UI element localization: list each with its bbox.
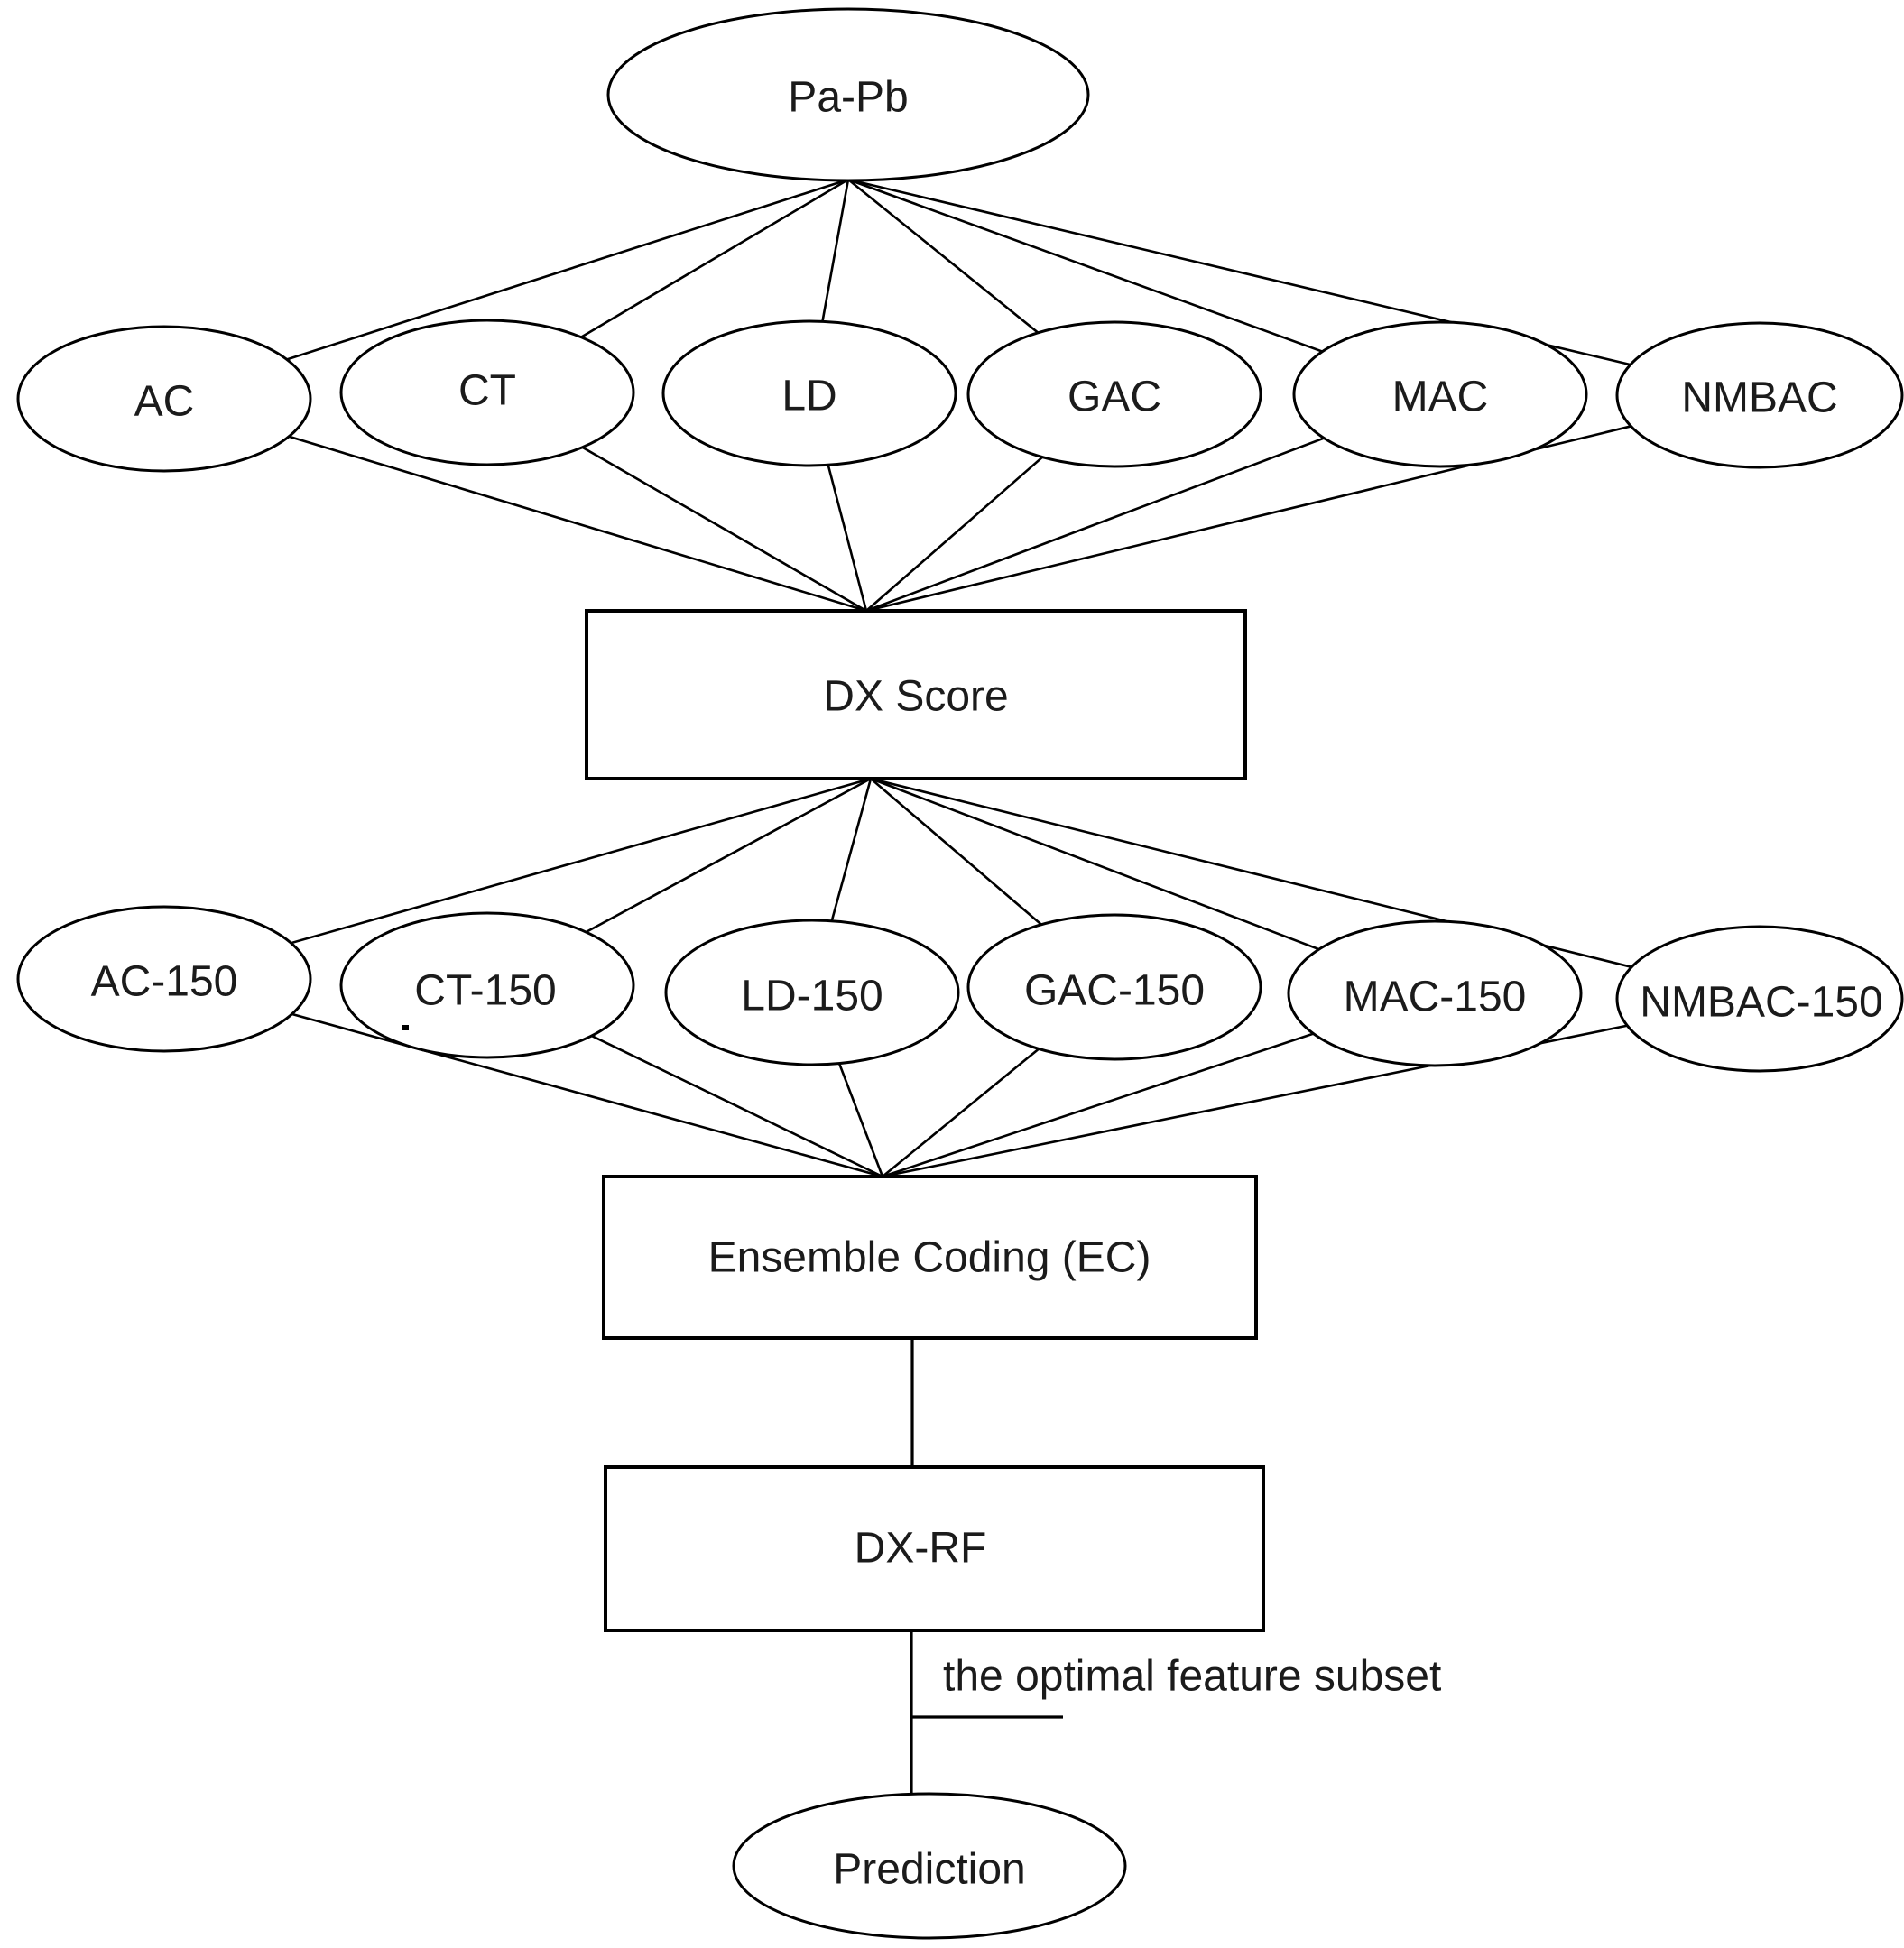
prediction-ellipse — [732, 1792, 1127, 1940]
node-ct-150: CT-150 — [339, 911, 635, 1059]
gac-ellipse — [966, 320, 1262, 468]
node-ac-150: AC-150 — [16, 905, 312, 1053]
node-dx-score: DX Score — [585, 609, 1247, 780]
node-gac-150: GAC-150 — [966, 913, 1262, 1061]
edge-pa-pb-to-nmbac — [847, 178, 1761, 397]
ac-150-ellipse — [16, 905, 312, 1053]
nmbac-label: NMBAC — [1681, 374, 1837, 422]
ct-label: CT — [458, 367, 516, 415]
ct-150-label: CT-150 — [414, 967, 556, 1015]
edge-dx-score-to-nmbac-150 — [870, 777, 1761, 1001]
ld-150-ellipse — [664, 919, 960, 1066]
edge-nmbac-150-to-ensemble — [882, 997, 1761, 1178]
pa-pb-label: Pa-Pb — [788, 74, 908, 122]
stray-dot — [402, 1025, 409, 1030]
node-layer: Pa-Pb AC CT LD GAC MAC — [16, 7, 1904, 1940]
gac-label: GAC — [1068, 374, 1161, 421]
edge-nmbac-to-dx-score — [865, 393, 1761, 613]
node-ld-150: LD-150 — [664, 919, 960, 1066]
ac-ellipse — [16, 325, 312, 473]
prediction-label: Prediction — [833, 1846, 1025, 1894]
ensemble-coding-label: Ensemble Coding (EC) — [708, 1234, 1151, 1282]
mac-label: MAC — [1392, 374, 1489, 421]
nmbac-150-label: NMBAC-150 — [1640, 979, 1882, 1027]
node-nmbac: NMBAC — [1615, 321, 1904, 469]
mac-150-label: MAC-150 — [1344, 974, 1527, 1021]
gac-150-label: GAC-150 — [1024, 967, 1205, 1015]
gac-150-ellipse — [966, 913, 1262, 1061]
mac-150-ellipse — [1287, 919, 1583, 1067]
dx-rf-label: DX-RF — [855, 1525, 987, 1573]
optimal-feature-subset-annotation: the optimal feature subset — [943, 1653, 1441, 1701]
mac-ellipse — [1292, 320, 1588, 468]
node-prediction: Prediction — [732, 1792, 1127, 1940]
node-ensemble-coding: Ensemble Coding (EC) — [602, 1175, 1258, 1340]
node-mac: MAC — [1292, 320, 1588, 468]
pa-pb-ellipse — [606, 7, 1090, 182]
dx-rf-rect — [604, 1465, 1265, 1632]
dx-score-rect — [585, 609, 1247, 780]
ct-150-ellipse — [339, 911, 635, 1059]
dx-score-label: DX Score — [823, 673, 1008, 721]
node-ct: CT — [339, 319, 635, 466]
ct-ellipse — [339, 319, 635, 466]
node-dx-rf: DX-RF — [604, 1465, 1265, 1632]
ac-label: AC — [134, 378, 195, 426]
node-mac-150: MAC-150 — [1287, 919, 1583, 1067]
ensemble-coding-rect — [602, 1175, 1258, 1340]
node-pa-pb: Pa-Pb — [606, 7, 1090, 182]
node-ac: AC — [16, 325, 312, 473]
nmbac-ellipse — [1615, 321, 1904, 469]
nmbac-150-ellipse — [1615, 925, 1904, 1073]
node-nmbac-150: NMBAC-150 — [1615, 925, 1904, 1073]
ld-ellipse — [661, 319, 957, 467]
node-ld: LD — [661, 319, 957, 467]
ac-150-label: AC-150 — [91, 958, 238, 1006]
ld-150-label: LD-150 — [741, 973, 883, 1020]
node-gac: GAC — [966, 320, 1262, 468]
ld-label: LD — [781, 373, 836, 420]
